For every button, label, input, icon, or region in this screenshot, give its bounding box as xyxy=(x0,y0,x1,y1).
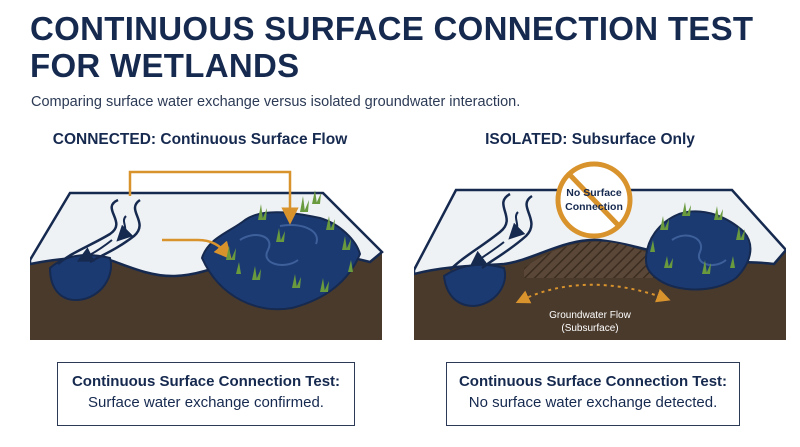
surface-flow-connector xyxy=(162,238,232,260)
connected-result-title: Continuous Surface Connection Test: xyxy=(71,373,341,390)
flow-arrow-icon xyxy=(76,239,113,262)
isolated-result-box: Continuous Surface Connection Test: No s… xyxy=(446,362,740,426)
stream-channel xyxy=(48,254,113,302)
connected-panel-heading: CONNECTED: Continuous Surface Flow xyxy=(52,131,348,148)
flow-arrow-icon xyxy=(116,215,134,242)
isolated-result-title: Continuous Surface Connection Test: xyxy=(458,373,728,390)
groundwater-flow-arrow xyxy=(515,283,671,304)
isolated-result-text: No surface water exchange detected. xyxy=(468,394,718,411)
connected-result-text: Surface water exchange confirmed. xyxy=(88,394,324,411)
wetland-basin xyxy=(644,210,752,291)
page-subtitle: Comparing surface water exchange versus … xyxy=(31,94,521,110)
flow-arrow-icon xyxy=(508,211,526,240)
groundwater-flow-sublabel: (Subsurface) xyxy=(561,323,618,334)
isolated-panel-heading: ISOLATED: Subsurface Only xyxy=(485,131,695,148)
flow-arrow-icon xyxy=(469,241,505,267)
stream-meander xyxy=(57,198,119,265)
connected-result-box: Continuous Surface Connection Test: Surf… xyxy=(57,362,355,426)
no-connection-badge-line2: Connection xyxy=(565,201,623,213)
connected-wetland-illustration xyxy=(30,170,384,340)
page-title: CONTINUOUS SURFACE CONNECTION TEST FOR W… xyxy=(30,10,754,84)
no-connection-badge-line1: No Surface xyxy=(566,187,622,199)
wetland-basin xyxy=(200,211,362,311)
prohibited-icon: No Surface Connection xyxy=(555,161,633,239)
isolated-wetland-illustration: Groundwater Flow (Subsurface) No Surface… xyxy=(414,161,786,340)
groundwater-flow-label: Groundwater Flow xyxy=(549,310,631,321)
grass-tuft-icon xyxy=(226,190,353,292)
surface-flow-connector xyxy=(128,170,299,225)
grass-tuft-icon xyxy=(650,202,745,274)
